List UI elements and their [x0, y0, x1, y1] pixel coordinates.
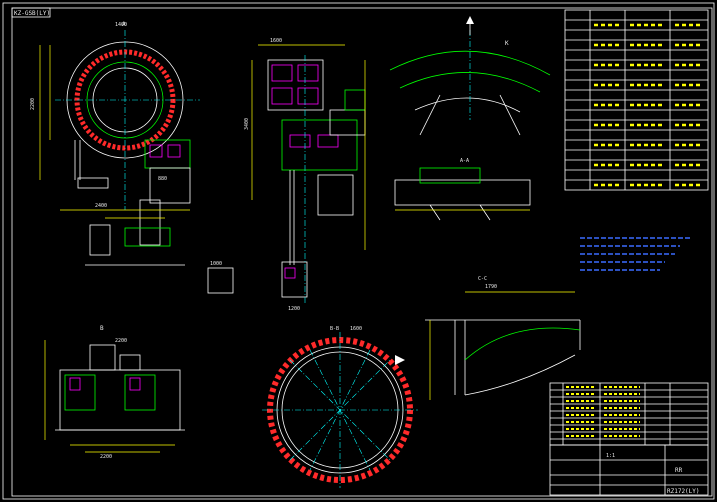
dim-d3: 880 — [158, 176, 167, 182]
dim-d4: 2400 — [95, 203, 107, 209]
north-arrow-icon — [466, 16, 474, 35]
ring-elevation-view — [39, 30, 200, 266]
drive-side-view — [207, 44, 366, 305]
spec-table — [564, 9, 709, 191]
section-arrow-icon — [395, 355, 405, 365]
view-section-c: C-C — [478, 276, 487, 282]
dim-d2: 2200 — [30, 98, 36, 110]
dim-d6: 3400 — [244, 118, 250, 130]
view-section-b: B-B — [330, 326, 339, 332]
view-section-a: A-A — [460, 158, 469, 164]
dim-d11: 1600 — [350, 326, 362, 332]
scale-label: 1:1 — [606, 453, 615, 459]
dim-d7: 1200 — [288, 306, 300, 312]
dim-d1: 1400 — [115, 22, 127, 28]
view-b: B — [100, 325, 104, 332]
view-k: K — [505, 40, 509, 47]
dim-d5: 1600 — [270, 38, 282, 44]
gear-ring-view — [262, 332, 418, 488]
view-a: A — [122, 21, 126, 28]
drawing-number-top: KZ-GSB(LY) — [14, 10, 50, 17]
inner-frame — [11, 7, 713, 497]
segment-detail-view — [389, 30, 551, 221]
plan-view — [44, 340, 185, 453]
dim-d12: 1000 — [210, 261, 222, 267]
title-block — [549, 444, 709, 496]
chute-section-view — [425, 291, 581, 400]
drawing-number-tab — [11, 7, 51, 18]
technical-notes — [580, 237, 690, 271]
parts-list-table — [549, 382, 709, 446]
drawing-number-bottom: RZ172(LY) — [667, 488, 700, 495]
dim-d9: 2200 — [100, 454, 112, 460]
title-label: RR — [675, 467, 683, 474]
dim-d8: 2200 — [115, 338, 127, 344]
dim-d10: 1790 — [485, 284, 497, 290]
